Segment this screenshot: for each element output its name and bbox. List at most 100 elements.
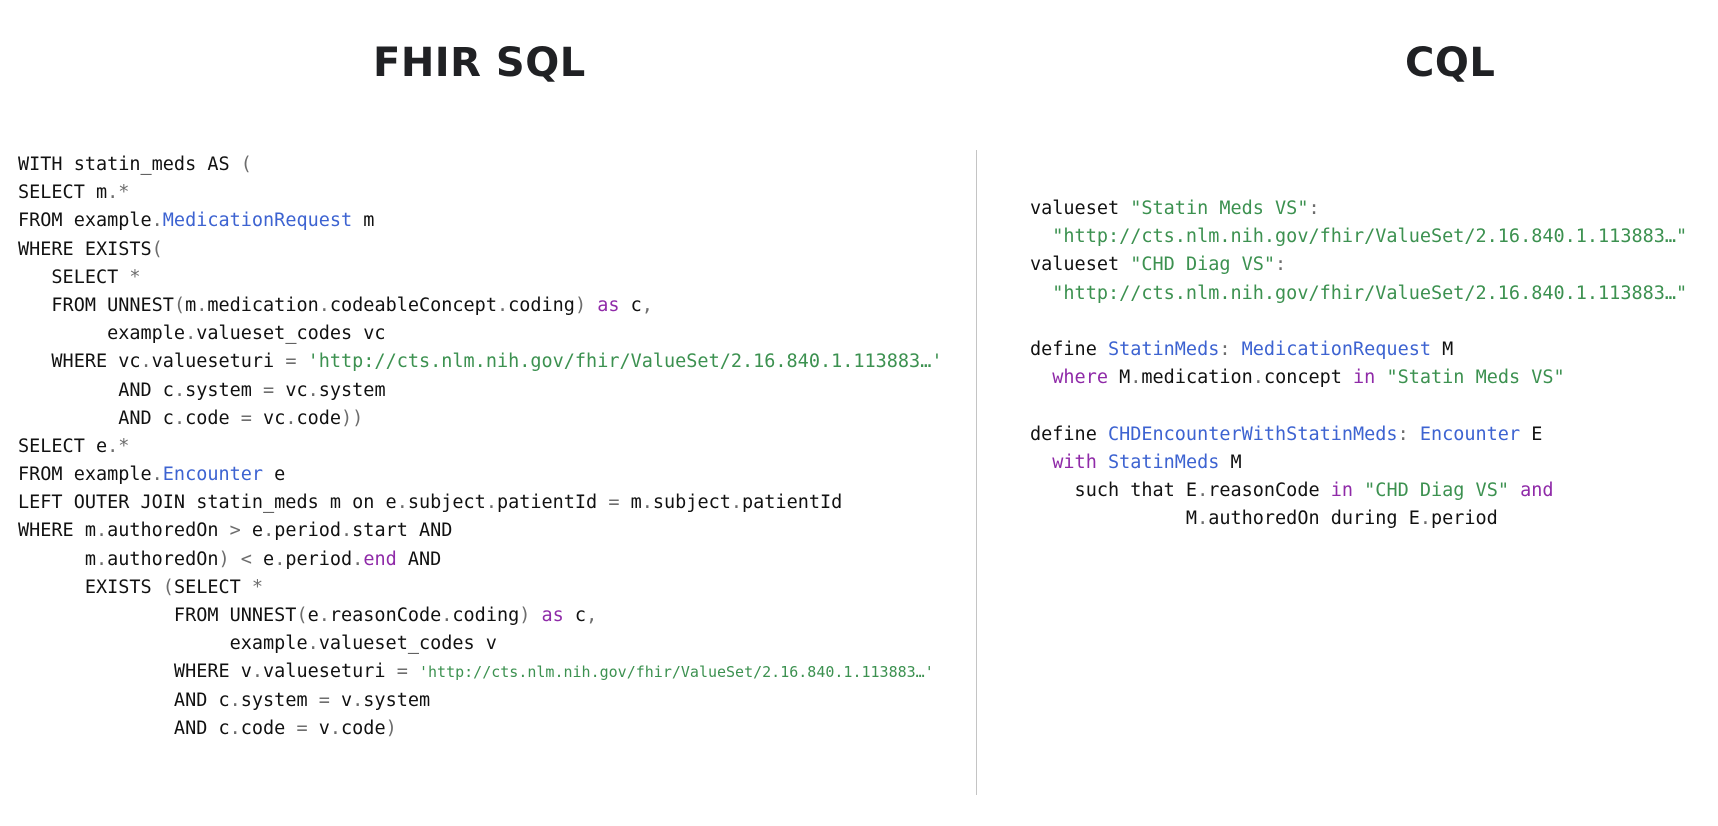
cql-code-line: valueset "CHD Diag VS": <box>1030 251 1687 279</box>
code-text: AND c <box>18 689 230 711</box>
code-text <box>230 549 241 570</box>
code-operator: . <box>95 520 108 542</box>
cql-code-line <box>1030 392 1687 420</box>
code-text: FROM example <box>18 464 152 486</box>
code-operator: . <box>1419 508 1431 530</box>
code-text: WHERE vc <box>18 351 141 373</box>
code-operator: . <box>329 717 342 739</box>
code-text: codeableConcept <box>329 294 497 316</box>
sql-code-line: AND c.code = v.code) <box>18 715 942 743</box>
code-operator: : <box>1219 338 1231 360</box>
code-operator: ) <box>218 548 230 570</box>
cql-code-line: where M.medication.concept in "Statin Me… <box>1030 364 1687 392</box>
code-operator: ( <box>151 238 163 260</box>
code-operator: ( <box>173 294 186 316</box>
code-text <box>530 605 541 626</box>
fhir-sql-code-block: WITH statin_meds AS (SELECT m.* FROM exam… <box>18 151 942 743</box>
sql-code-line: AND c.system = v.system <box>18 687 942 715</box>
code-text <box>586 295 597 316</box>
sql-code-line: AND c.system = vc.system <box>18 377 942 405</box>
code-string: "Statin Meds VS" <box>1130 198 1309 219</box>
code-text: period <box>285 548 353 570</box>
code-operator: . <box>173 407 186 429</box>
code-text <box>1030 367 1052 388</box>
code-text: M <box>1219 451 1242 473</box>
code-text: AND c <box>18 379 174 401</box>
code-operator: > <box>229 520 241 542</box>
code-text <box>1097 452 1108 473</box>
code-operator: ( <box>162 576 174 598</box>
code-text: M <box>1030 508 1198 530</box>
code-text: EXISTS <box>18 576 163 598</box>
code-operator: . <box>341 520 353 542</box>
code-operator: . <box>196 294 208 316</box>
code-text: AND <box>396 548 442 570</box>
code-text <box>1231 339 1242 360</box>
code-text: m <box>352 210 375 232</box>
cql-code-line: define StatinMeds: MedicationRequest M <box>1030 336 1687 364</box>
code-operator: = <box>263 379 275 401</box>
code-operator: = <box>318 689 330 711</box>
code-text: reasonCode <box>329 605 442 626</box>
sql-code-line: example.valueset_codes vc <box>18 320 942 348</box>
code-operator: . <box>185 323 197 345</box>
code-operator: . <box>140 351 152 373</box>
sql-code-line: WHERE vc.valueseturi = 'http://cts.nlm.n… <box>18 348 942 376</box>
cql-code-line: M.authoredOn during E.period <box>1030 505 1687 533</box>
code-text: e <box>251 548 275 570</box>
cql-code-block: valueset "Statin Meds VS": "http://cts.n… <box>1030 195 1687 533</box>
code-text: valueset_codes v <box>318 633 497 655</box>
code-text: define <box>1030 423 1108 445</box>
code-text: WHERE v <box>18 661 252 683</box>
code-operator: < <box>240 548 252 570</box>
sql-code-line: WHERE m.authoredOn > e.period.start AND <box>18 517 942 545</box>
code-operator: = <box>608 492 620 514</box>
code-text: c <box>619 294 642 316</box>
sql-code-line: SELECT m.* <box>18 179 942 207</box>
code-text: m <box>185 294 197 316</box>
sql-code-line: LEFT OUTER JOIN statin_meds m on e.subje… <box>18 489 942 517</box>
code-operator: : <box>1308 198 1320 219</box>
code-text: SELECT <box>18 266 130 288</box>
sql-code-line: example.valueset_codes v <box>18 630 942 658</box>
code-operator: . <box>318 605 330 626</box>
code-text: system <box>185 379 264 401</box>
code-operator: . <box>285 407 297 429</box>
code-operator: . <box>496 294 509 316</box>
code-operator: ) <box>385 717 397 739</box>
code-operator: ) <box>519 605 531 626</box>
code-type: Encounter <box>162 464 264 486</box>
code-text: subject <box>407 492 486 514</box>
code-string: "http://cts.nlm.nih.gov/fhir/ValueSet/2.… <box>1052 226 1688 248</box>
code-operator: = <box>296 717 308 739</box>
code-text: vc <box>251 407 286 429</box>
code-text: start AND <box>352 520 453 542</box>
code-type: MedicationRequest <box>1241 338 1431 360</box>
code-text <box>1030 283 1052 304</box>
code-string: "Statin Meds VS" <box>1386 367 1565 389</box>
sql-code-line: WITH statin_meds AS ( <box>18 151 942 179</box>
code-text: valueset_codes vc <box>196 323 386 345</box>
code-text: system <box>240 689 319 711</box>
code-operator: . <box>307 633 319 655</box>
code-text: patientId <box>496 492 609 514</box>
code-text: v <box>307 717 330 739</box>
sql-code-line: WHERE v.valueseturi = 'http://cts.nlm.ni… <box>18 658 942 686</box>
code-text: FROM UNNEST <box>18 605 297 626</box>
code-text: M <box>1431 338 1454 360</box>
sql-code-line: AND c.code = vc.code)) <box>18 405 942 433</box>
code-type: Encounter <box>1419 423 1521 445</box>
cql-code-line: such that E.reasonCode in "CHD Diag VS" … <box>1030 477 1687 505</box>
code-text: M <box>1107 367 1131 389</box>
code-text <box>1509 480 1520 501</box>
code-string: "CHD Diag VS" <box>1364 479 1509 501</box>
sql-code-line: FROM UNNEST(m.medication.codeableConcept… <box>18 292 942 320</box>
code-text: v <box>329 689 353 711</box>
code-keyword: and <box>1520 479 1554 501</box>
code-text: code <box>240 717 297 739</box>
code-text: SELECT e <box>18 435 108 457</box>
code-text <box>1030 452 1052 473</box>
code-operator: . <box>1197 479 1209 501</box>
code-text: m <box>619 492 642 514</box>
code-keyword: as <box>597 294 620 316</box>
